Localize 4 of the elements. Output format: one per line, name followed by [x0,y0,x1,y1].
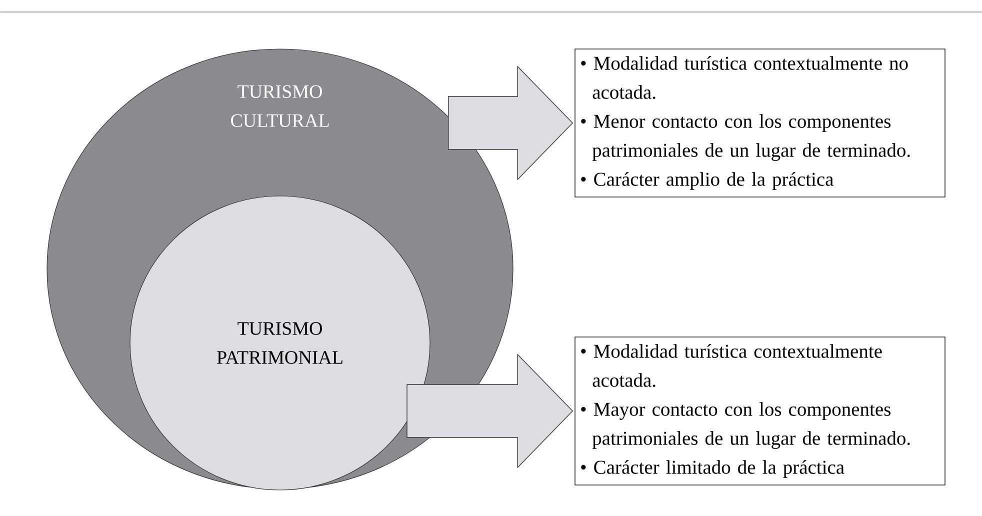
block-arrow [406,354,574,468]
block-arrow [448,66,574,180]
text-box: • Modalidad turística contextualmente acotada. • Mayor contacto con los componentes patrimoniales de un lugar de terminado. • Carácter limitado de la práctica [574,336,946,486]
text-box: • Modalidad turística contextualmente no acotada. • Menor contacto con los componentes patrimoniales de un lugar de terminado. • Carácter amplio de la práctica [574,48,946,198]
